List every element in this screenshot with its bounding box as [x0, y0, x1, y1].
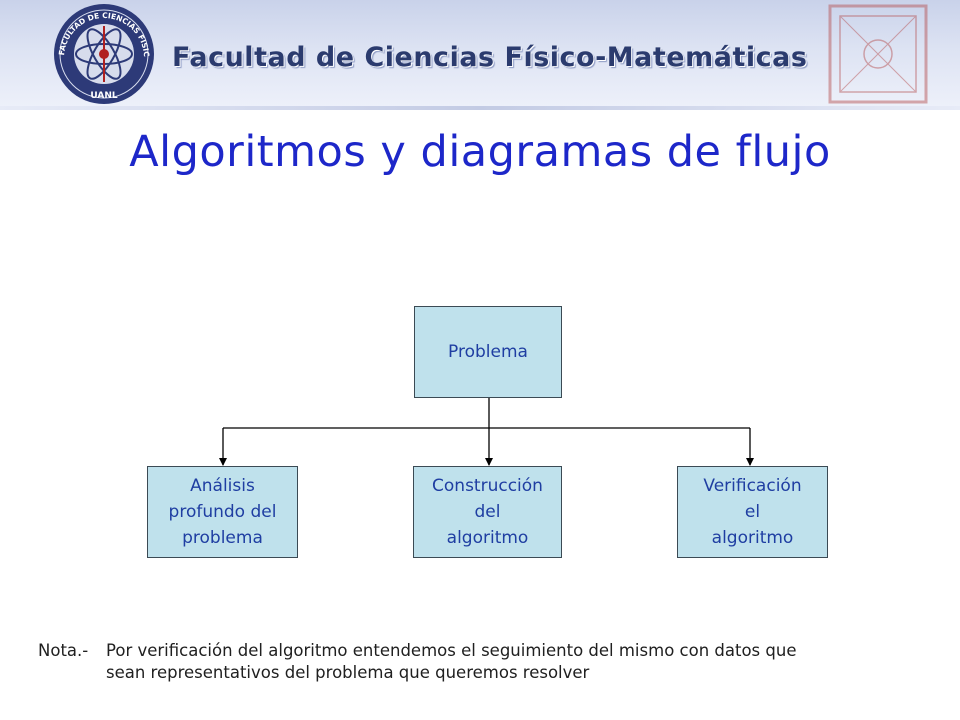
node-analisis-label: Análisis profundo del problema	[168, 476, 277, 548]
node-verificacion-label: Verificación el algoritmo	[703, 476, 802, 548]
faculty-seal-icon: FACULTAD DE CIENCIAS FISICO MATEMATICAS …	[44, 2, 154, 104]
node-problema-label: Problema	[448, 342, 528, 362]
node-problema: Problema	[414, 306, 562, 398]
node-verificacion: Verificación el algoritmo	[677, 466, 828, 558]
node-analisis: Análisis profundo del problema	[147, 466, 298, 558]
seal-bottom-text: UANL	[90, 91, 118, 101]
node-construccion-label: Construcción del algoritmo	[432, 476, 543, 548]
header-divider	[0, 106, 960, 110]
slide-title: Algoritmos y diagramas de flujo	[129, 127, 831, 177]
footnote-text: Por verificación del algoritmo entendemo…	[106, 641, 797, 682]
university-crest-icon	[828, 4, 928, 104]
node-construccion: Construcción del algoritmo	[413, 466, 562, 558]
footnote-label: Nota.-	[38, 641, 89, 660]
faculty-name: Facultad de Ciencias Físico-Matemáticas	[172, 42, 808, 73]
header-banner: FACULTAD DE CIENCIAS FISICO MATEMATICAS …	[0, 0, 960, 110]
